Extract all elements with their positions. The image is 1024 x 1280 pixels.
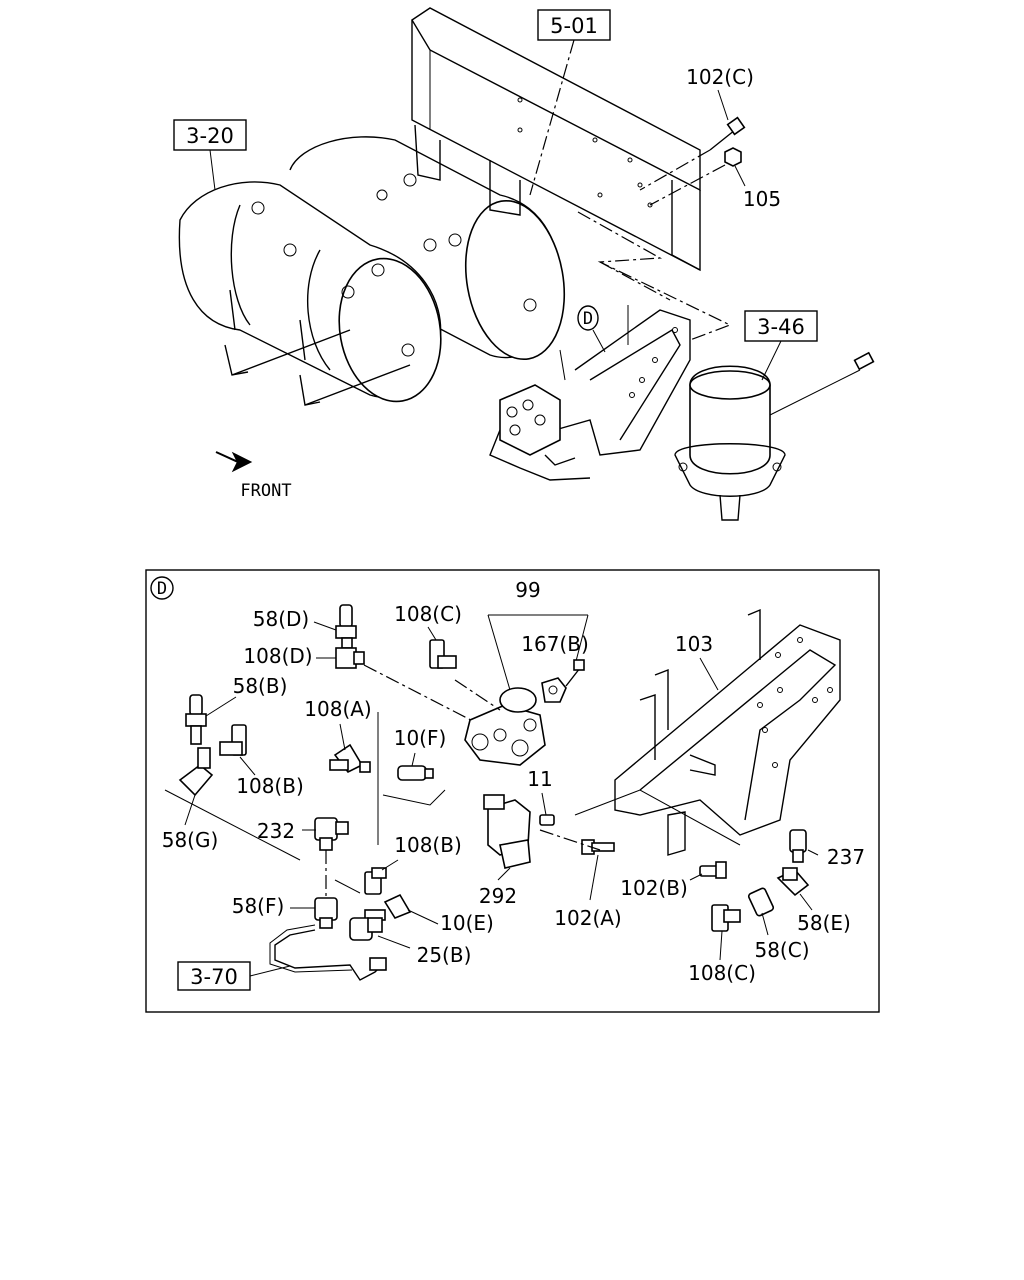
front-arrow-icon — [215, 451, 253, 473]
air-tanks — [178, 124, 566, 406]
bolt-102c — [709, 116, 746, 151]
svg-text:5-01: 5-01 — [550, 14, 598, 38]
label-11: 11 — [527, 767, 552, 791]
part-103-bracket — [614, 608, 841, 856]
label-10e: 10(E) — [440, 911, 494, 935]
part-108c-elbow-top — [429, 639, 457, 669]
part-58e-fitting — [776, 867, 810, 897]
part-237-switch — [789, 829, 807, 863]
label-237: 237 — [827, 845, 865, 869]
part-167b-plate — [541, 659, 585, 703]
part-10e-elbow — [364, 893, 412, 921]
part-58d-fitting — [335, 604, 357, 649]
label-108a: 108(A) — [304, 697, 371, 721]
part-25b-sensor — [349, 917, 383, 941]
part-102b-bolt — [699, 861, 727, 879]
part-58b-fitting — [185, 694, 207, 745]
part-58c-coupling — [747, 887, 775, 917]
part-108a-elbow — [329, 743, 371, 774]
label-25b: 25(B) — [417, 943, 472, 967]
part-292-solenoid-valve — [483, 794, 531, 869]
ref-box-5-01[interactable]: 5-01 — [537, 9, 611, 41]
front-label: FRONT — [240, 481, 291, 501]
label-58e: 58(E) — [797, 911, 851, 935]
ref-box-3-70[interactable]: 3-70 — [177, 961, 251, 991]
part-102a-bolt — [581, 839, 615, 855]
detail-d-marker: D — [150, 576, 174, 600]
label-105: 105 — [743, 187, 781, 211]
part-232-tee — [314, 817, 349, 851]
svg-text:3-46: 3-46 — [757, 315, 805, 339]
part-10f-nipple — [397, 765, 434, 781]
air-pipe-line — [269, 924, 387, 981]
label-58f: 58(F) — [232, 894, 285, 918]
label-102c: 102(C) — [686, 65, 754, 89]
label-232: 232 — [257, 819, 295, 843]
label-292: 292 — [479, 884, 517, 908]
svg-text:D: D — [583, 309, 593, 329]
part-58g-elbow — [178, 747, 214, 797]
detail-callout-d[interactable]: D — [577, 305, 599, 331]
label-58d: 58(D) — [253, 607, 309, 631]
label-58c: 58(C) — [754, 938, 809, 962]
label-108d: 108(D) — [243, 644, 312, 668]
label-10f: 10(F) — [394, 726, 447, 750]
label-103: 103 — [675, 632, 713, 656]
label-108c-bottom: 108(C) — [688, 961, 756, 985]
svg-text:3-70: 3-70 — [190, 965, 238, 989]
part-11-plug — [539, 814, 555, 826]
svg-text:D: D — [157, 579, 167, 599]
part-99-relay-valve — [464, 687, 546, 766]
label-108b-left: 108(B) — [236, 774, 304, 798]
air-dryer — [674, 351, 875, 521]
label-99: 99 — [515, 578, 540, 602]
label-58g: 58(G) — [162, 828, 219, 852]
frame-rail — [411, 7, 701, 272]
part-108b-elbow-mid — [364, 867, 387, 895]
part-108b-elbow-left — [219, 724, 247, 756]
part-108d-tee — [335, 647, 365, 669]
label-108c-top: 108(C) — [394, 602, 462, 626]
svg-text:3-20: 3-20 — [186, 124, 234, 148]
part-58f-tee — [314, 897, 338, 929]
label-58b: 58(B) — [233, 674, 288, 698]
top-assembly-view: 5-01 102(C) 105 3-20 — [173, 7, 875, 521]
label-167b: 167(B) — [521, 632, 589, 656]
detail-d-panel: D 99 58(D) 108(C) 167(B) — [145, 569, 880, 1013]
ref-box-3-46[interactable]: 3-46 — [744, 310, 818, 342]
valve-bracket-assembly — [489, 305, 691, 481]
ref-box-3-20[interactable]: 3-20 — [173, 119, 247, 151]
label-102a: 102(A) — [554, 906, 621, 930]
part-108c-elbow-bottom — [711, 904, 741, 932]
nut-105 — [724, 147, 742, 167]
label-108b-mid: 108(B) — [394, 833, 462, 857]
label-102b: 102(B) — [620, 876, 688, 900]
